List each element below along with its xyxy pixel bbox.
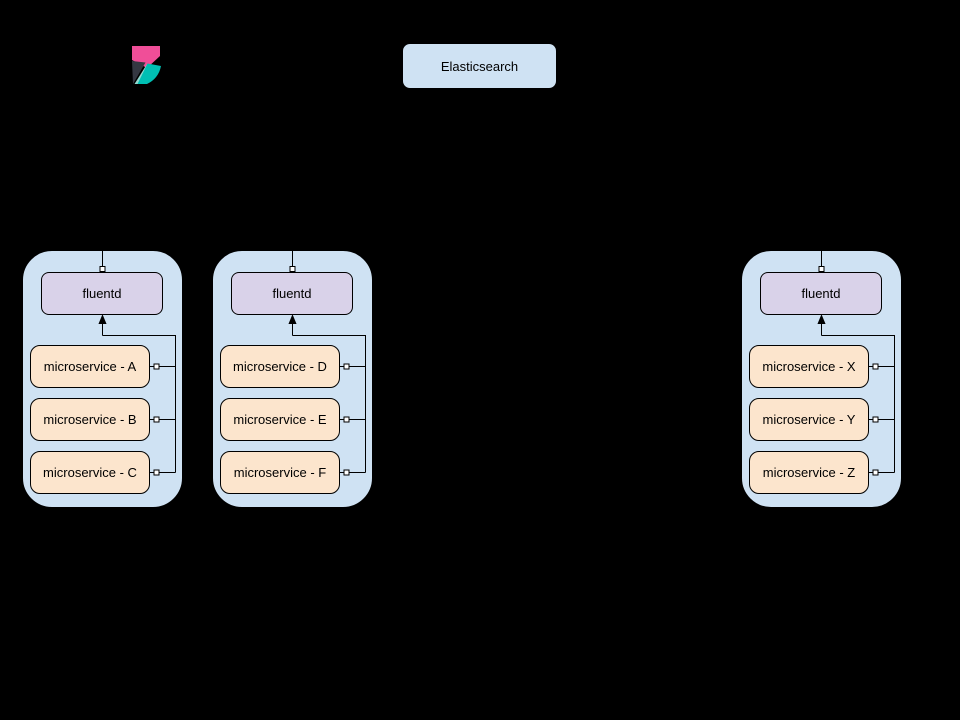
fluentd-label: fluentd: [801, 286, 841, 301]
port-icon: [343, 416, 350, 423]
microservice-node: microservice - A: [30, 345, 150, 388]
port-icon: [872, 363, 879, 370]
kibana-logo-svg: [132, 46, 161, 84]
arrow-up-icon: [98, 314, 107, 324]
connector-lines: [288, 251, 366, 476]
node-container-3: fluentd microservice - X microservice - …: [741, 250, 902, 508]
arrow-up-icon: [817, 314, 826, 324]
microservice-label: microservice - D: [233, 359, 327, 374]
port-icon: [343, 469, 350, 476]
microservice-label: microservice - E: [233, 412, 327, 427]
fluentd-node: fluentd: [760, 272, 882, 315]
port-icon: [872, 469, 879, 476]
port-icon: [289, 266, 296, 272]
microservice-node: microservice - B: [30, 398, 150, 441]
connector-lines: [98, 251, 176, 476]
fluentd-label: fluentd: [272, 286, 312, 301]
connector-lines: [817, 251, 895, 476]
microservice-label: microservice - B: [43, 412, 137, 427]
port-icon: [153, 416, 160, 423]
microservice-node: microservice - D: [220, 345, 340, 388]
port-icon: [343, 363, 350, 370]
microservice-label: microservice - C: [43, 465, 137, 480]
fluentd-node: fluentd: [41, 272, 163, 315]
port-icon: [818, 266, 825, 272]
port-icon: [99, 266, 106, 272]
arrow-up-icon: [288, 314, 297, 324]
microservice-label: microservice - X: [762, 359, 856, 374]
microservice-node: microservice - Z: [749, 451, 869, 494]
node-container-2: fluentd microservice - D microservice - …: [212, 250, 373, 508]
microservice-node: microservice - C: [30, 451, 150, 494]
elasticsearch-node: Elasticsearch: [402, 43, 557, 89]
microservice-label: microservice - Z: [762, 465, 856, 480]
port-icon: [153, 469, 160, 476]
microservice-label: microservice - A: [43, 359, 137, 374]
microservice-label: microservice - Y: [762, 412, 856, 427]
port-icon: [153, 363, 160, 370]
microservice-node: microservice - F: [220, 451, 340, 494]
elasticsearch-label: Elasticsearch: [440, 58, 519, 74]
fluentd-node: fluentd: [231, 272, 353, 315]
microservice-node: microservice - Y: [749, 398, 869, 441]
port-icon: [872, 416, 879, 423]
kibana-logo-icon: [131, 46, 161, 84]
fluentd-label: fluentd: [82, 286, 122, 301]
node-container-1: fluentd microservice - A microservice - …: [22, 250, 183, 508]
microservice-node: microservice - E: [220, 398, 340, 441]
microservice-label: microservice - F: [233, 465, 327, 480]
microservice-node: microservice - X: [749, 345, 869, 388]
